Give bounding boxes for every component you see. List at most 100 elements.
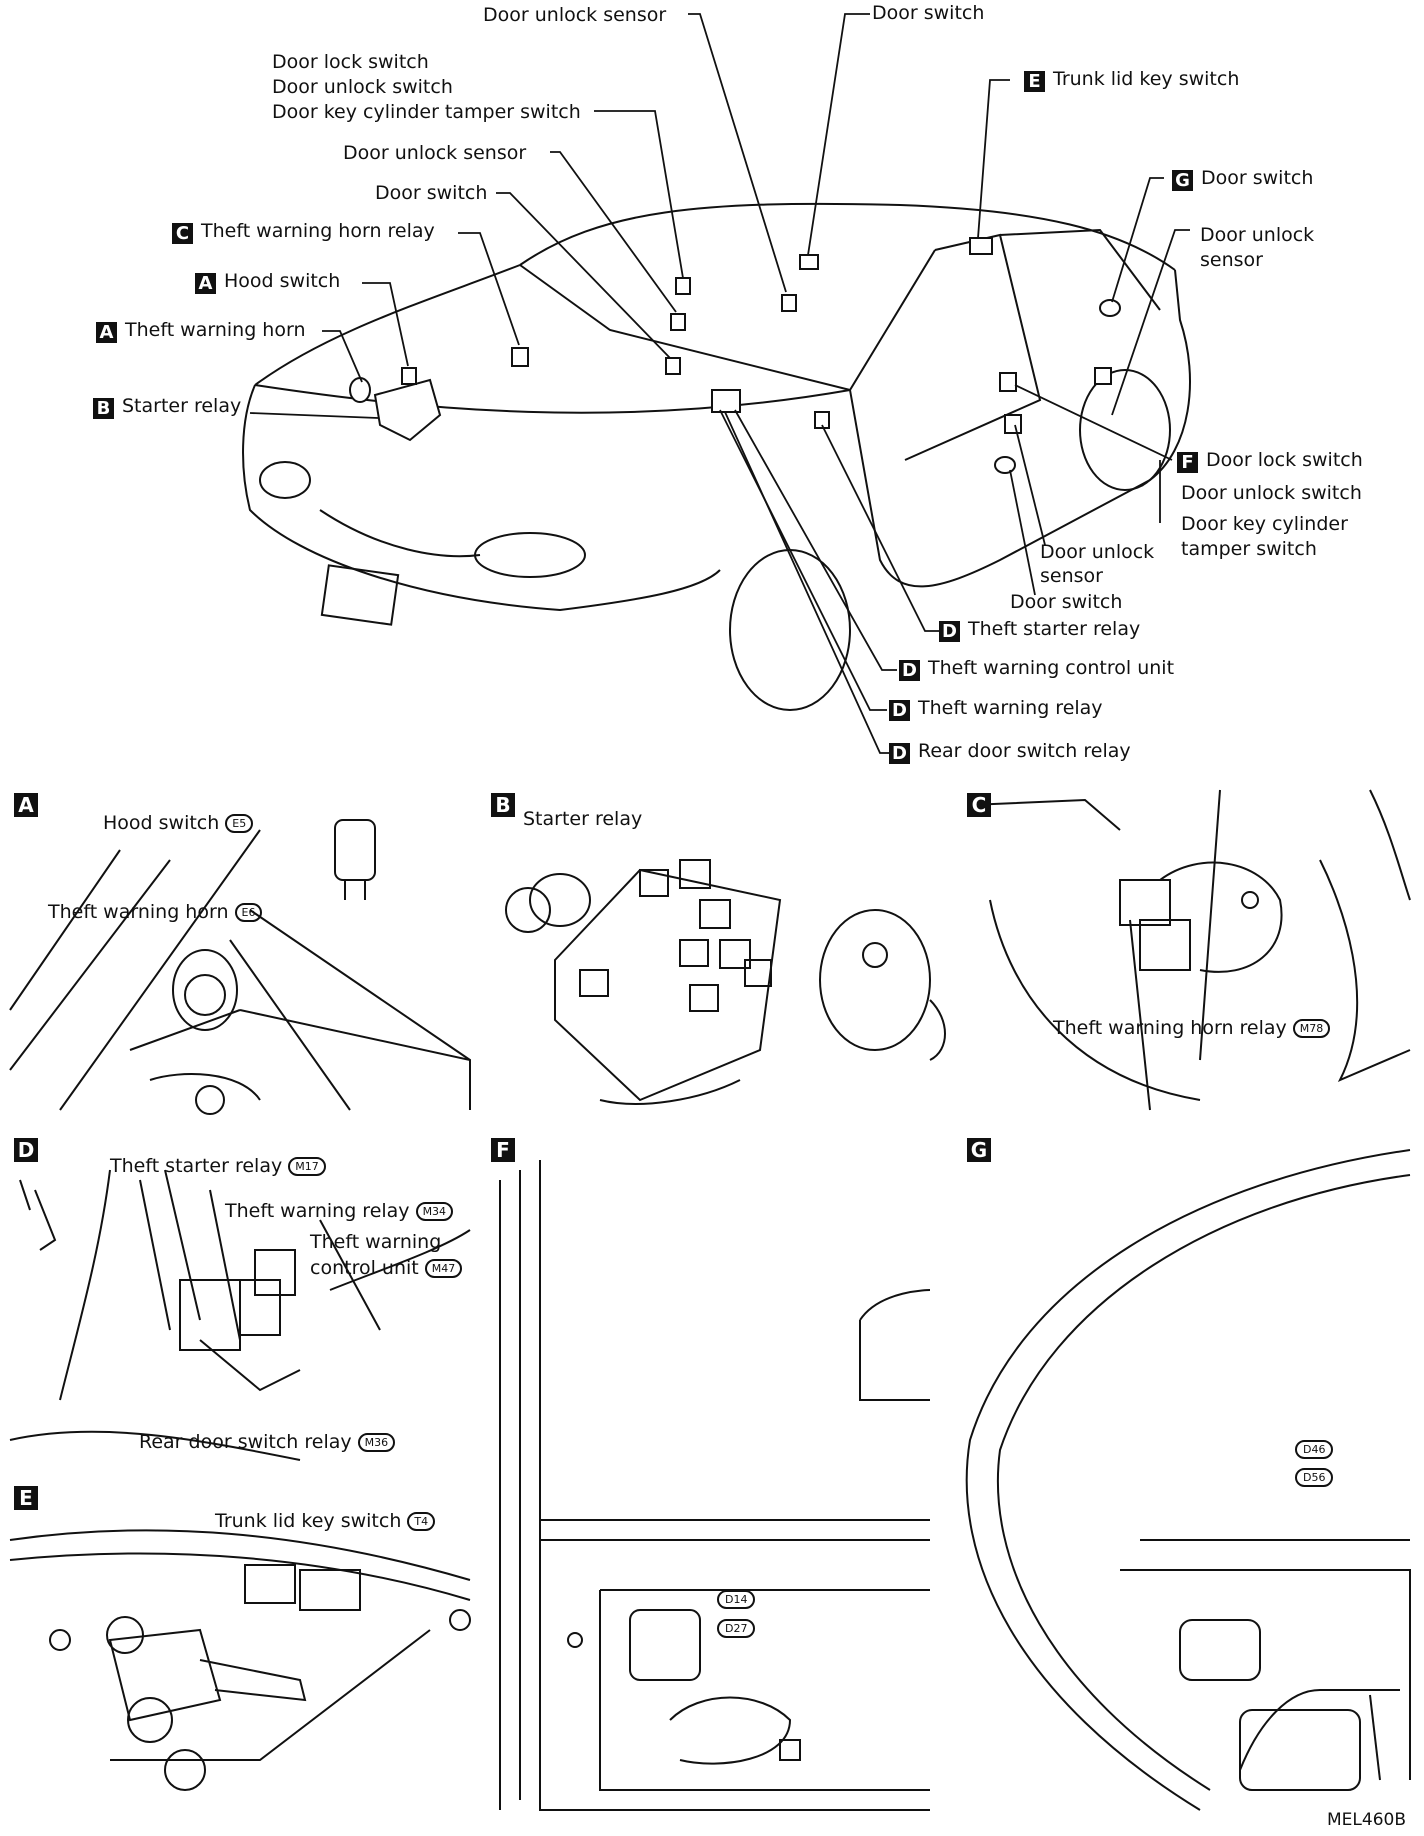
- vehicle-overview-drawing: [242, 13, 1191, 754]
- headlamp-right: [259, 461, 311, 499]
- label-text: Hood switch: [103, 812, 220, 834]
- label-starter-relay: B Starter relay: [93, 397, 241, 419]
- label-text: Theft warning relay: [918, 697, 1103, 719]
- badge-c: C: [172, 223, 193, 244]
- panel-f-drawing: [499, 1160, 931, 1811]
- label-door-unlock-sensor-rear-2: sensor: [1200, 249, 1263, 271]
- car-hood: [254, 264, 851, 414]
- label-door-unlock-sensor-rear-1: Door unlock: [1200, 224, 1315, 246]
- panel-d-drawing: [9, 1169, 471, 1461]
- badge-d: D: [899, 660, 920, 681]
- panel-c-horn-relay: Theft warning horn relay M78: [1053, 1017, 1331, 1039]
- label-text: Theft warning control unit: [928, 657, 1175, 679]
- panel-a-hood-switch: Hood switch E5: [103, 812, 254, 834]
- label-door-unlock-sensor-mid: Door unlock sensor: [343, 142, 527, 164]
- panel-f-badge: F: [491, 1138, 515, 1162]
- panel-c-badge: C: [967, 793, 991, 817]
- badge-d: D: [889, 700, 910, 721]
- label-theft-control-unit: D Theft warning control unit: [899, 659, 1174, 681]
- license-plate: [320, 564, 400, 626]
- label-door-unlock-sensor-top: Door unlock sensor: [483, 4, 667, 26]
- panel-a-drawing: [9, 819, 471, 1115]
- badge-e: E: [1024, 71, 1045, 92]
- label-text: Rear door switch relay: [139, 1431, 352, 1453]
- connector-m17: M17: [288, 1157, 326, 1176]
- label-text: Theft starter relay: [110, 1155, 283, 1177]
- panel-c-drawing: [969, 789, 1411, 1111]
- label-trunk-lid-key-switch: E Trunk lid key switch: [1024, 70, 1239, 92]
- panel-a-badge: A: [14, 793, 38, 817]
- panel-b-starter-relay: Starter relay: [523, 808, 643, 830]
- label-door-unlock-switch-rear: Door unlock switch: [1181, 482, 1362, 504]
- label-text: Theft starter relay: [968, 618, 1141, 640]
- connector-t4: T4: [407, 1512, 436, 1531]
- reference-code: MEL460B: [1327, 1810, 1406, 1830]
- badge-a: A: [96, 322, 117, 343]
- panel-b-drawing: [505, 859, 946, 1105]
- label-door-switch-mid: Door switch: [375, 182, 488, 204]
- component-markers: [349, 237, 1121, 474]
- label-text: Theft warning horn: [125, 319, 306, 341]
- label-text: Rear door switch relay: [918, 740, 1131, 762]
- badge-b: B: [93, 398, 114, 419]
- badge-a: A: [195, 273, 216, 294]
- label-door-unlock-switch-front: Door unlock switch: [272, 76, 453, 98]
- rear-wheel: [1079, 369, 1171, 491]
- label-theft-horn-relay: C Theft warning horn relay: [172, 222, 435, 244]
- car-doors: [904, 228, 1161, 461]
- connector-d27: D27: [717, 1619, 756, 1638]
- label-text: Theft warning horn relay: [201, 220, 435, 242]
- car-windshield: [519, 249, 936, 392]
- panel-d-theft-starter-relay: Theft starter relay M17: [110, 1157, 326, 1176]
- connector-m36: M36: [357, 1433, 396, 1452]
- label-door-unlock-sensor-low-1: Door unlock: [1040, 541, 1155, 563]
- label-theft-horn: A Theft warning horn: [96, 321, 306, 343]
- badge-d: D: [939, 621, 960, 642]
- connector-e6: E6: [234, 903, 263, 922]
- label-theft-warning-relay: D Theft warning relay: [889, 699, 1103, 721]
- label-text: Trunk lid key switch: [1053, 68, 1240, 90]
- connector-m34: M34: [415, 1202, 454, 1221]
- label-text: Theft warning horn: [48, 901, 229, 923]
- connector-e5: E5: [225, 814, 254, 833]
- label-text: Starter relay: [122, 395, 242, 417]
- panel-d-control-unit-2: control unit M47: [310, 1257, 463, 1279]
- label-door-unlock-sensor-low-2: sensor: [1040, 565, 1103, 587]
- grille: [319, 509, 481, 558]
- label-door-lock-switch-rear: F Door lock switch: [1177, 451, 1363, 473]
- label-text: Theft warning horn relay: [1053, 1017, 1287, 1039]
- label-text: control unit: [310, 1257, 419, 1279]
- badge-f: F: [1177, 452, 1198, 473]
- panel-e-badge: E: [14, 1486, 38, 1510]
- label-door-key-cylinder-rear-2: tamper switch: [1181, 538, 1317, 560]
- label-door-switch-low: Door switch: [1010, 591, 1123, 613]
- label-text: Theft warning relay: [225, 1200, 410, 1222]
- panel-d-control-unit-1: Theft warning: [310, 1231, 442, 1253]
- connector-d56: D56: [1295, 1468, 1334, 1487]
- panel-g-badge: G: [967, 1138, 991, 1162]
- badge-g: G: [1172, 170, 1193, 191]
- label-theft-starter-relay: D Theft starter relay: [939, 620, 1140, 642]
- label-hood-switch: A Hood switch: [195, 272, 340, 294]
- label-door-key-cylinder-front: Door key cylinder tamper switch: [272, 101, 581, 123]
- label-text: Door lock switch: [1206, 449, 1363, 471]
- panel-e-drawing: [9, 1529, 471, 1791]
- connector-d14: D14: [717, 1590, 756, 1609]
- connector-m78: M78: [1292, 1019, 1331, 1038]
- leader-lines: [249, 13, 1190, 754]
- badge-d: D: [889, 743, 910, 764]
- car-roofline: [519, 202, 1176, 271]
- label-text: Hood switch: [224, 270, 341, 292]
- label-text: Trunk lid key switch: [215, 1510, 402, 1532]
- connector-m47: M47: [424, 1259, 463, 1278]
- panel-d-badge: D: [14, 1138, 38, 1162]
- label-door-key-cylinder-rear-1: Door key cylinder: [1181, 513, 1348, 535]
- connector-d46: D46: [1295, 1440, 1334, 1459]
- panel-b-badge: B: [491, 793, 515, 817]
- panel-d-theft-warning-relay: Theft warning relay M34: [225, 1200, 454, 1222]
- panel-a-theft-horn: Theft warning horn E6: [48, 901, 263, 923]
- label-door-lock-switch-front: Door lock switch: [272, 51, 429, 73]
- label-door-switch-top: Door switch: [872, 2, 985, 24]
- panel-e-trunk-switch: Trunk lid key switch T4: [215, 1510, 436, 1532]
